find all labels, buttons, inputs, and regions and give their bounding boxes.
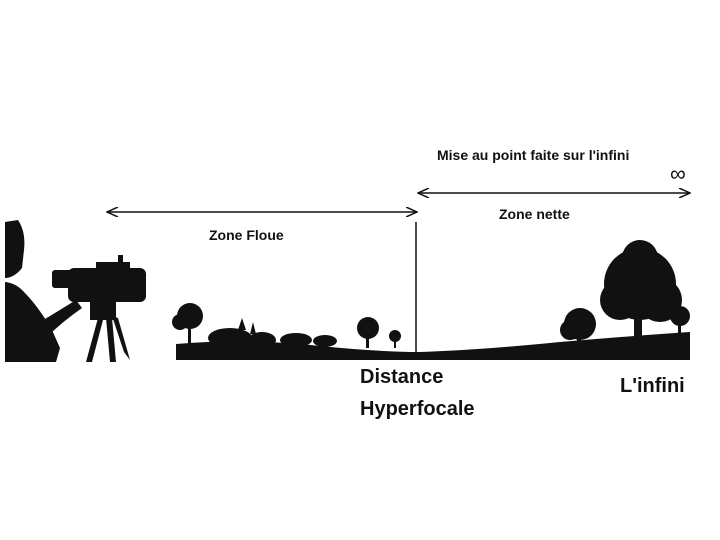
infinity-label: L'infini [620, 375, 685, 397]
ground-silhouette [176, 332, 690, 360]
tree-silhouette [600, 240, 690, 340]
hyperfocal-distance-label-line2: Hyperfocale [360, 398, 475, 420]
infinity-symbol: ∞ [670, 161, 686, 186]
tree-silhouette [357, 317, 401, 348]
tree-silhouette [172, 303, 203, 346]
sharp-zone-label: Zone nette [499, 206, 570, 222]
blurry-zone-label: Zone Floue [209, 227, 284, 243]
focus-note-label: Mise au point faite sur l'infini [437, 147, 630, 163]
bush-silhouette [208, 318, 337, 348]
camera-operator-silhouette [5, 220, 146, 362]
hyperfocal-distance-label: Distance [360, 366, 444, 388]
tree-silhouette [560, 308, 596, 346]
